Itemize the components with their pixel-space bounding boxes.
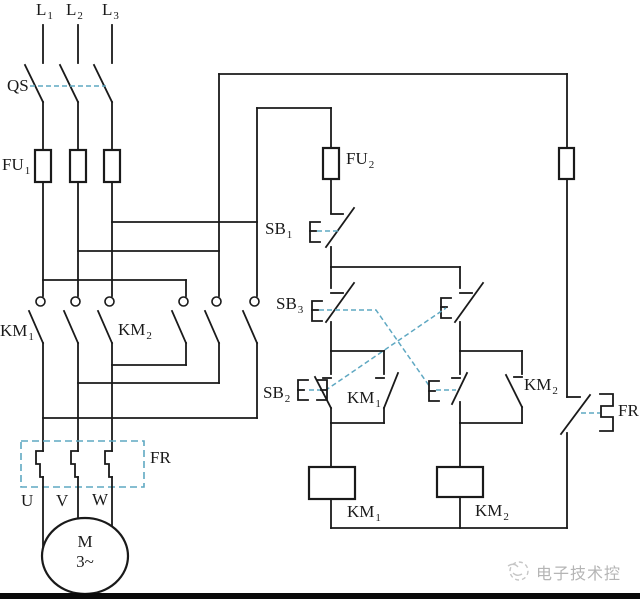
label-sb2: SB2 bbox=[263, 383, 291, 405]
bottom-bar bbox=[0, 593, 640, 599]
sb2-nc-contact bbox=[440, 281, 485, 352]
fu1-fuses bbox=[33, 148, 122, 297]
motor-letter: M bbox=[77, 532, 93, 551]
label-fu2: FU2 bbox=[346, 149, 375, 171]
fr-nc-contact bbox=[559, 393, 614, 529]
fr-thermal-elements bbox=[20, 440, 145, 548]
km1-main-contacts bbox=[27, 296, 115, 452]
label-u: U bbox=[21, 491, 34, 510]
label-v: V bbox=[56, 491, 69, 510]
sb3-nc-contact bbox=[311, 281, 356, 352]
sb2-no-contact bbox=[297, 350, 385, 424]
km2-coil bbox=[435, 422, 485, 529]
watermark-text: 电子技术控 bbox=[536, 566, 622, 583]
fr-dashed-box bbox=[20, 440, 145, 488]
watermark-logo-icon bbox=[507, 561, 529, 581]
power-lines bbox=[42, 24, 113, 64]
fu2-fuse bbox=[321, 107, 341, 214]
sb2-bracket bbox=[316, 379, 328, 401]
label-km2-coil: KM2 bbox=[475, 501, 509, 523]
km1-aux-contact bbox=[330, 350, 400, 424]
qs-switch bbox=[23, 63, 114, 151]
phase-crossover-wires bbox=[42, 364, 258, 419]
label-km1-coil: KM1 bbox=[347, 502, 381, 524]
label-fr-power: FR bbox=[150, 448, 171, 467]
label-l3: L3 bbox=[102, 0, 119, 22]
label-l2: L2 bbox=[66, 0, 83, 22]
control-feed-wires bbox=[42, 73, 568, 297]
label-km2-main: KM2 bbox=[118, 320, 152, 342]
control-right-fuse bbox=[557, 73, 576, 398]
label-km1-aux: KM1 bbox=[347, 388, 381, 410]
label-w: W bbox=[92, 490, 109, 509]
km2-main-contacts bbox=[170, 279, 260, 419]
label-qs: QS bbox=[7, 76, 29, 95]
control-branch-wiring bbox=[330, 266, 461, 289]
km1-coil bbox=[307, 422, 357, 529]
label-fu1: FU1 bbox=[2, 155, 31, 177]
label-km1-main: KM1 bbox=[0, 321, 34, 343]
label-sb1: SB1 bbox=[265, 219, 293, 241]
label-fr-contact: FR bbox=[618, 401, 639, 420]
sb3-no-contact bbox=[428, 350, 523, 424]
label-km2-aux: KM2 bbox=[524, 375, 558, 397]
km2-aux-contact bbox=[459, 350, 524, 424]
label-l1: L1 bbox=[36, 0, 53, 22]
label-sb3: SB3 bbox=[276, 294, 304, 316]
sb1-stop-button bbox=[309, 206, 356, 268]
motor-phase-mark: 3~ bbox=[76, 552, 94, 571]
